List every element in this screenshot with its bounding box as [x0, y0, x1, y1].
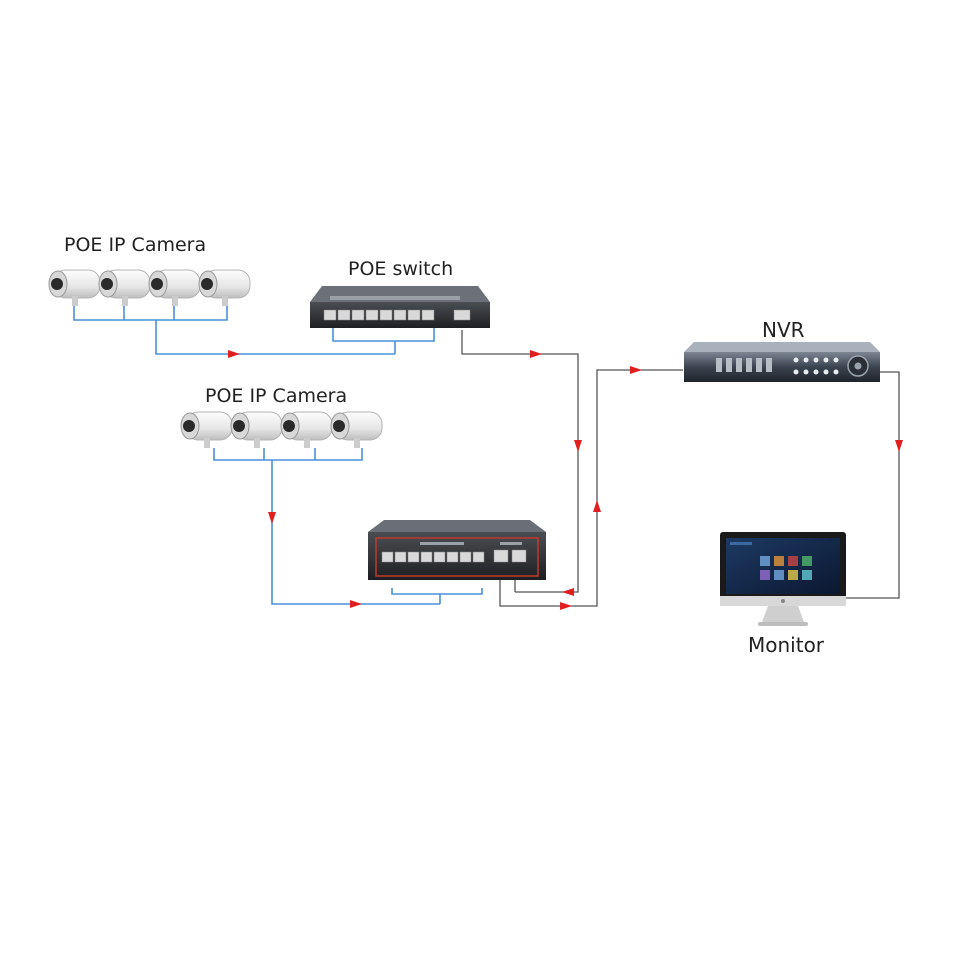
bullet-camera-icon [48, 269, 101, 306]
flow-arrow [228, 350, 240, 358]
uplink-2 [499, 369, 683, 607]
camera-group-1-label: POE IP Camera [64, 234, 207, 256]
bullet-camera-icon [330, 411, 383, 448]
bullet-camera-icon [148, 269, 201, 306]
flow-arrow [268, 512, 276, 524]
poe-switch-icon [310, 286, 490, 328]
monitor-label: Monitor [748, 633, 825, 657]
bullet-camera-icon [230, 411, 283, 448]
flow-arrow [530, 350, 542, 358]
flow-arrow [895, 440, 903, 452]
monitor-icon [720, 532, 846, 626]
bullet-camera-icon [98, 269, 151, 306]
poe-switch-label: POE switch [348, 258, 454, 280]
bullet-camera-icon [280, 411, 333, 448]
flow-arrow [560, 602, 572, 610]
flow-arrow [593, 500, 601, 512]
camera-group-1 [48, 269, 435, 358]
bullet-camera-icon [198, 269, 251, 306]
flow-arrow [574, 440, 582, 452]
camera-link-1 [73, 306, 435, 355]
camera-group-2 [180, 411, 483, 608]
flow-arrow [350, 600, 362, 608]
video-link [846, 371, 900, 599]
uplink-1 [461, 330, 579, 593]
nvr-icon [684, 342, 880, 382]
nvr-label: NVR [762, 318, 805, 342]
camera-group-2-label: POE IP Camera [205, 385, 348, 407]
flow-arrow [562, 588, 574, 596]
poe-switch-icon [368, 520, 546, 580]
flow-arrow [630, 366, 642, 374]
bullet-camera-icon [180, 411, 233, 448]
